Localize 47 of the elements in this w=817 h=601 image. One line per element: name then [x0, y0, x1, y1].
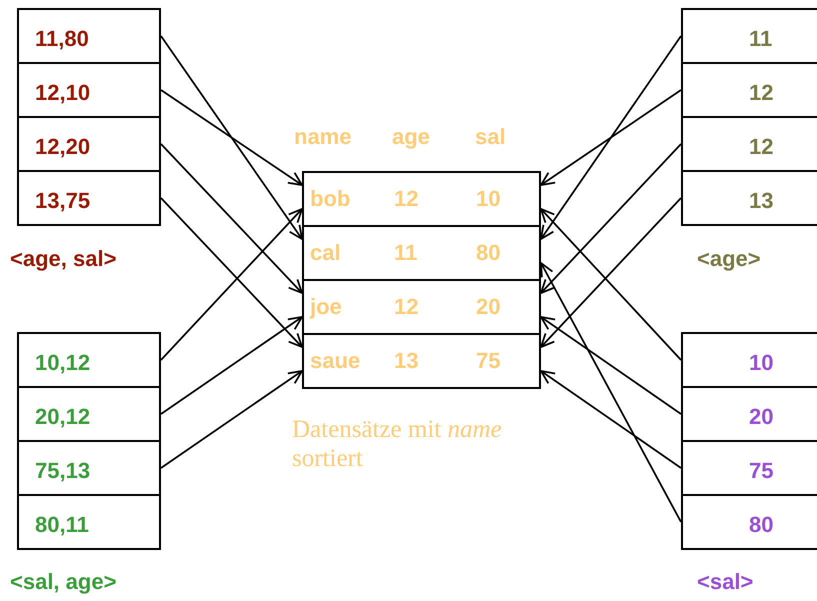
arrow [540, 316, 682, 415]
record-row [302, 333, 541, 389]
index-entry: 11 [681, 8, 817, 64]
field-value: 80 [476, 240, 500, 266]
arrow [160, 316, 303, 415]
column-heading: sal [475, 124, 506, 150]
index-entry: 10 [681, 332, 817, 388]
arrow [160, 370, 303, 469]
index-name: <sal> [697, 569, 754, 595]
field-value: saue [310, 348, 360, 374]
index-name: <age, sal> [10, 246, 116, 272]
index-entry: 20,12 [17, 386, 161, 442]
arrow [540, 262, 682, 522]
arrow [540, 143, 682, 294]
column-heading: name [294, 124, 352, 150]
index-entry: 12,20 [17, 116, 161, 172]
field-value: 11 [394, 240, 418, 266]
record-row [302, 225, 541, 281]
index-entry: 80 [681, 494, 817, 550]
record-row [302, 279, 541, 335]
index-name: <age> [697, 246, 761, 272]
arrow [540, 35, 682, 240]
field-value: 20 [476, 294, 500, 320]
field-value: 12 [394, 186, 418, 212]
field-value: joe [310, 294, 342, 320]
index-entry: 12,10 [17, 62, 161, 118]
arrow [540, 89, 682, 186]
index-entry: 80,11 [17, 494, 161, 550]
index-entry: 13 [681, 170, 817, 226]
caption-text: Datensätze mit name sortiert [292, 415, 503, 473]
field-value: 75 [476, 348, 500, 374]
index-entry: 10,12 [17, 332, 161, 388]
field-value: cal [310, 240, 341, 266]
field-value: bob [310, 186, 350, 212]
field-value: 12 [394, 294, 418, 320]
arrow [160, 35, 303, 240]
index-entry: 75,13 [17, 440, 161, 496]
field-value: 10 [476, 186, 500, 212]
record-row [302, 171, 541, 227]
field-value: 13 [394, 348, 418, 374]
index-entry: 11,80 [17, 8, 161, 64]
index-entry: 13,75 [17, 170, 161, 226]
arrow [540, 370, 682, 469]
column-heading: age [392, 124, 430, 150]
arrow [160, 89, 303, 186]
arrow [160, 143, 303, 294]
index-name: <sal, age> [10, 569, 116, 595]
